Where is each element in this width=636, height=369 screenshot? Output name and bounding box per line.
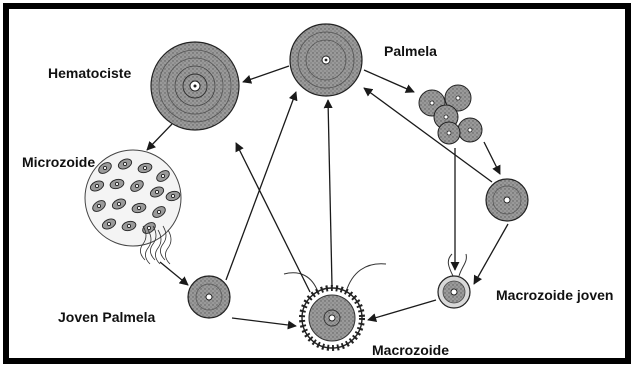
hematociste-cell (151, 42, 239, 130)
microzoide-nucleus (123, 162, 126, 165)
palmela-cell (290, 24, 362, 96)
microzoide-nucleus (157, 210, 160, 213)
microzoide-nucleus (161, 174, 164, 177)
microzoide-nucleus (107, 222, 110, 225)
label-microzoide: Microzoide (22, 154, 95, 170)
label-macrozoide-joven: Macrozoide joven (496, 287, 613, 303)
microzoide-nucleus (147, 226, 150, 229)
joven-palmela-cell (188, 276, 230, 318)
microzoide-nucleus (135, 184, 138, 187)
microzoide-nucleus (171, 194, 174, 197)
microzoide-nucleus (143, 166, 146, 169)
microzoide-nucleus (97, 204, 100, 207)
microzoide-nucleus (115, 182, 118, 185)
microzoide-nucleus (127, 224, 130, 227)
label-hematociste: Hematociste (48, 65, 131, 81)
microzoide-nucleus (103, 166, 106, 169)
label-joven-palmela: Joven Palmela (58, 309, 155, 325)
microzoide-nucleus (137, 206, 140, 209)
right-cell (486, 179, 528, 221)
label-macrozoide: Macrozoide (372, 342, 449, 358)
microzoide-nucleus (155, 190, 158, 193)
microzoide-nucleus (117, 202, 120, 205)
microzoide-nucleus (95, 184, 98, 187)
label-palmela: Palmela (384, 43, 437, 59)
